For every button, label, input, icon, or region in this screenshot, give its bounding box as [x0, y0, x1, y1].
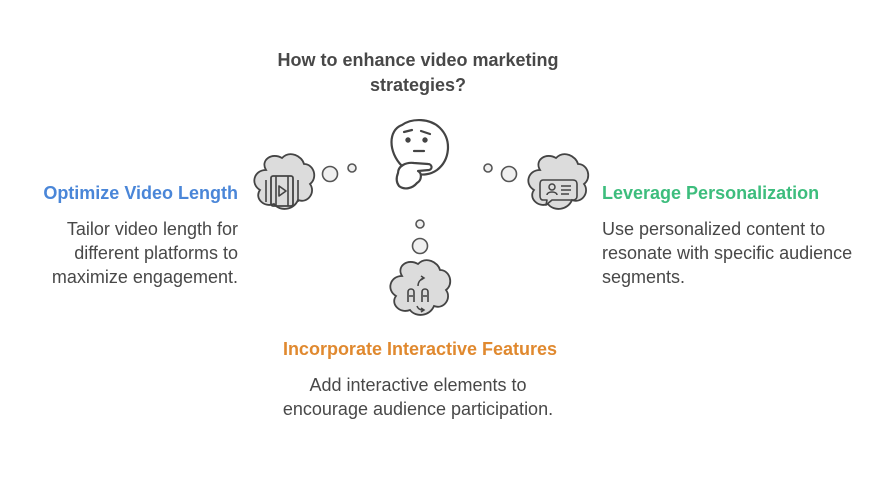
person-card-icon: [527, 153, 590, 210]
bottom-branch-heading: Incorporate Interactive Features: [282, 339, 558, 359]
video-film-icon: [253, 153, 316, 210]
left-branch-heading: Optimize Video Length: [43, 183, 238, 203]
right-branch-heading: Leverage Personalization: [602, 183, 820, 203]
interactive-arrows-icon: [389, 259, 452, 316]
diagram-title: How to enhance video marketing strategie…: [277, 50, 559, 95]
thought-dots: [321, 163, 518, 255]
bottom-branch-description: Add interactive elements to encourage au…: [282, 375, 554, 419]
left-branch-description: Tailor video length for different platfo…: [51, 219, 238, 287]
thinking-face-icon: [390, 119, 449, 190]
right-branch-description: Use personalized content to resonate wit…: [602, 219, 853, 287]
